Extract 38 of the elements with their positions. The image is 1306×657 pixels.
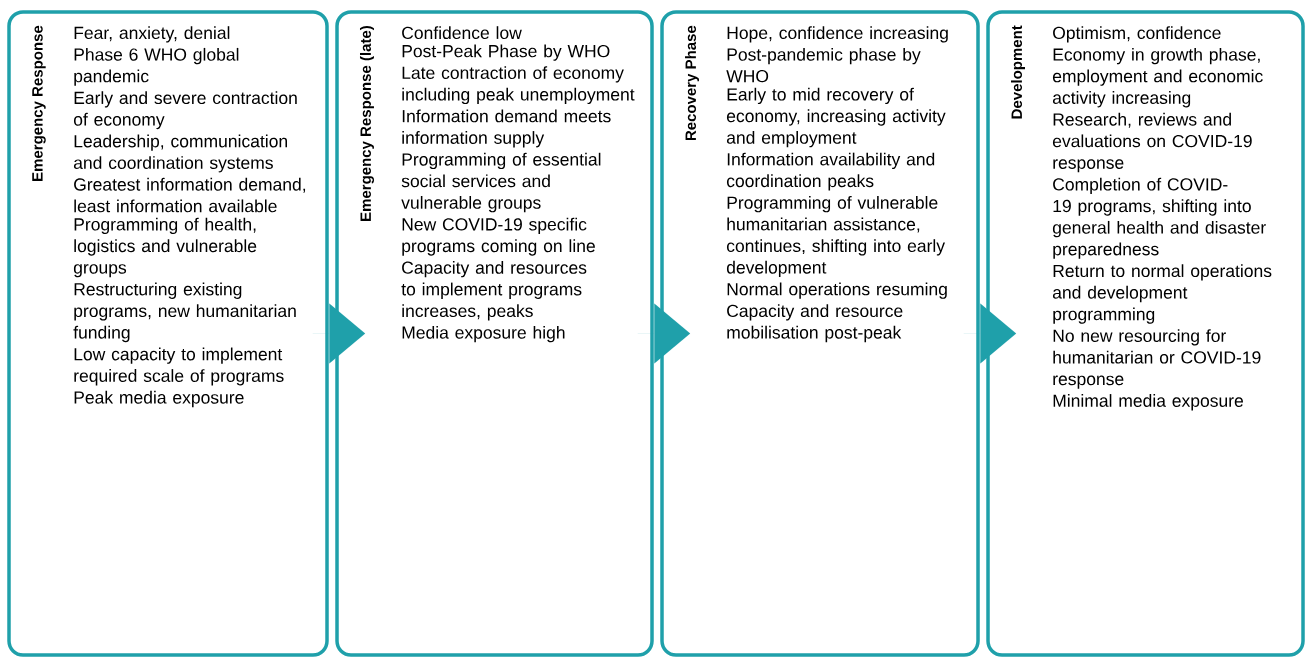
phase-heading: Emergency Response: [32, 25, 46, 181]
phase-item: Confidence low: [402, 26, 522, 40]
phase-item: Optimism, confidence: [1053, 26, 1221, 43]
arrow: [963, 303, 1017, 364]
arrow: [312, 303, 366, 364]
phase-item: Minimal media exposure: [1053, 394, 1243, 411]
phase-item: Greatest information demand, least information available: [74, 177, 306, 213]
phase-item: Programming of essential social services and vulnerable groups: [401, 152, 601, 213]
phase-item: Completion of COVID-19 programs, shifting into general health and disaster preparedness: [1052, 177, 1266, 259]
phase-heading: Recovery Phase: [685, 25, 699, 141]
phase-item: Late contraction of economy including peak unemployment: [402, 66, 635, 105]
phase-item: Restructuring existing programs, new humanitarian funding: [73, 282, 296, 343]
phase-item: Information demand meets information supply: [402, 109, 611, 148]
phase-heading: Development: [1011, 25, 1025, 119]
phase-item: Programming of health, logistics and vulnerable groups: [73, 217, 257, 278]
phase-item: Information availability and coordination peaks: [726, 152, 935, 191]
phase-item: Post-pandemic phase by WHO: [726, 47, 921, 83]
phase-item: Capacity and resources to implement programs increases, peaks: [401, 261, 587, 321]
arrow: [637, 303, 691, 364]
phase-item: No new resourcing for humanitarian or COVID-19 response: [1053, 329, 1261, 389]
phase-item: Early and severe contraction of economy: [73, 91, 297, 130]
phase-item: Normal operations resuming: [727, 282, 947, 299]
phase-item: New COVID-19 specific programs coming on line: [402, 217, 595, 256]
phase-item: Media exposure high: [402, 325, 565, 343]
phase-item: Leadership, communication and coordination systems: [73, 134, 287, 173]
phase-item: Post-Peak Phase by WHO: [402, 44, 610, 61]
phase-item: Fear, anxiety, denial: [74, 26, 230, 43]
phase-item: Economy in growth phase, employment and economic activity increasing: [1052, 47, 1263, 108]
phase-item: Return to normal operations and development programming: [1052, 264, 1272, 324]
phase-item: Phase 6 WHO global pandemic: [74, 47, 239, 86]
phase-item: Low capacity to implement required scale of programs: [74, 347, 284, 386]
phase-item: Programming of vulnerable humanitarian assistance, continues, shifting into early development: [726, 196, 945, 278]
phase-item: Early to mid recovery of economy, increasing activity and employment: [726, 87, 946, 148]
phase-item: Capacity and resource mobilisation post-peak: [727, 304, 903, 343]
phase-item: Research, reviews and evaluations on COVID-19 response: [1052, 112, 1252, 173]
phase-item: Peak media exposure: [74, 390, 244, 408]
phase-heading: Emergency Response (late): [360, 26, 375, 221]
phase-item: Hope, confidence increasing: [727, 26, 948, 43]
